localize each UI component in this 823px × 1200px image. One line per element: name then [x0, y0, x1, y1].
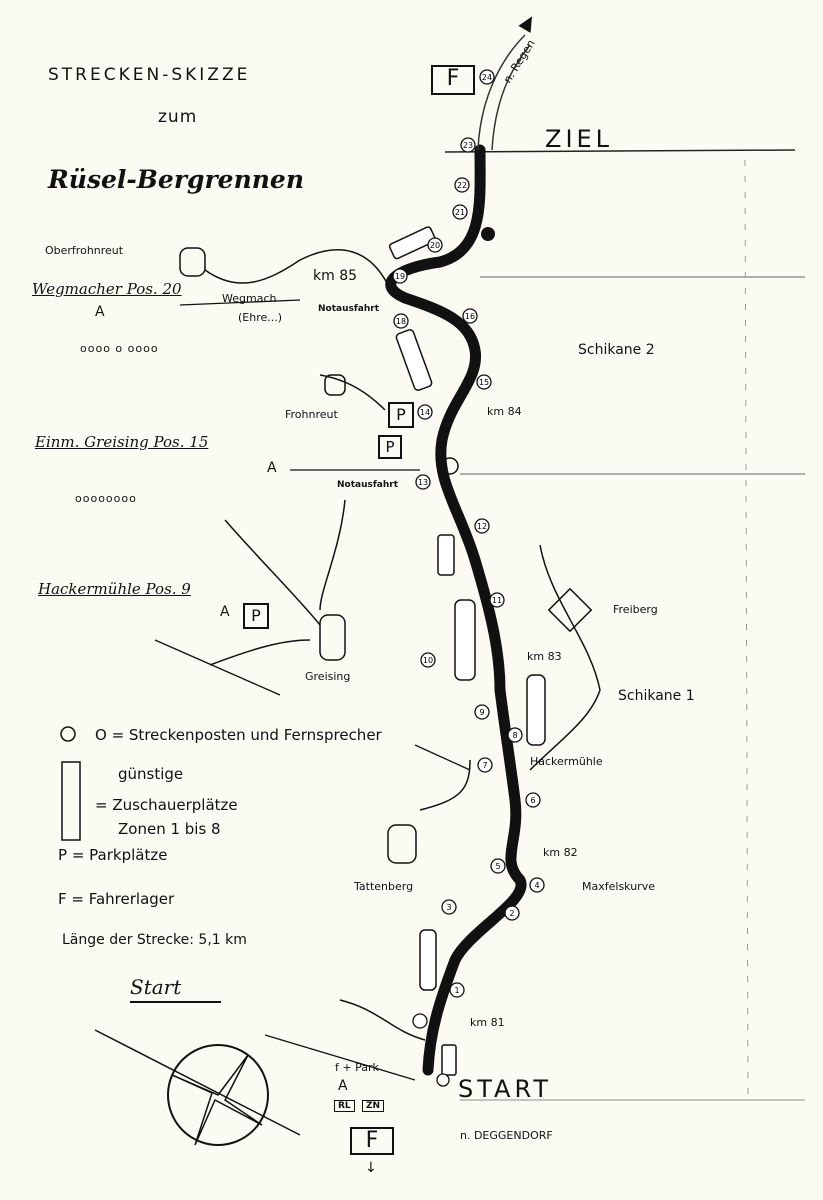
race-track — [385, 144, 527, 1076]
post-number: 10 — [423, 656, 433, 665]
parking-box: P — [388, 402, 414, 428]
post-number: 19 — [395, 272, 405, 281]
post-number: 23 — [463, 141, 473, 150]
km-84: km 84 — [487, 405, 522, 418]
position-greising: Einm. Greising Pos. 15 — [35, 433, 209, 451]
parking-box: P — [378, 435, 402, 459]
post-number: 2 — [509, 909, 514, 918]
place-frohnreut: Frohnreut — [285, 408, 338, 421]
place-greising: Greising — [305, 670, 351, 683]
arrow-down-icon: ↓ — [365, 1160, 377, 1176]
posts-row-2: oooooooo — [75, 492, 137, 505]
start-park-label: f + Park — [335, 1061, 379, 1074]
title-line1: STRECKEN-SKIZZE — [48, 65, 251, 85]
spectator-zones — [388, 226, 546, 1076]
finish-label: ZIEL — [545, 125, 614, 153]
ambulance-icon: A — [267, 460, 277, 476]
km-85: km 85 — [313, 268, 358, 284]
post-number: 24 — [482, 73, 492, 82]
legend-zones-2: = Zuschauerplätze — [95, 796, 238, 814]
ambulance-icon: A — [338, 1078, 348, 1094]
start-group-label: Start — [130, 975, 222, 1003]
post-circle-icon — [441, 457, 459, 475]
position-wegmacher: Wegmacher Pos. 20 — [32, 280, 182, 298]
post-number: 15 — [479, 378, 489, 387]
road-freiberg — [529, 544, 601, 771]
post-number: 7 — [482, 761, 487, 770]
north-arrow — [94, 1029, 301, 1136]
road-greising — [209, 499, 346, 666]
post-number: 22 — [457, 181, 467, 190]
arrow-hackermuehle — [154, 639, 281, 696]
arrow-legend-post — [414, 744, 471, 771]
title-line2: zum — [158, 107, 198, 127]
position-hackermuehle: Hackermühle Pos. 9 — [38, 580, 191, 598]
legend-post-icon — [60, 726, 76, 742]
place-freiberg: Freiberg — [613, 603, 658, 616]
road-oberfrohnreut — [204, 249, 389, 286]
schikane-2: Schikane 2 — [578, 342, 655, 358]
post-number: 13 — [418, 478, 428, 487]
title-line3: Rüsel-Bergrennen — [48, 165, 305, 194]
place-wegmach: Wegmach — [222, 292, 277, 305]
place-hackermuehle: Hackermühle — [530, 755, 603, 768]
notausfahrt-2: Notausfahrt — [337, 480, 398, 490]
post-number: 16 — [465, 312, 475, 321]
notausfahrt-1: Notausfahrt — [318, 304, 379, 314]
place-ehre: (Ehre...) — [238, 311, 283, 324]
rl-box: RL — [334, 1100, 355, 1112]
legend-parking: P = Parkplätze — [58, 846, 168, 864]
finish-line — [444, 149, 796, 153]
legend-posts: O = Streckenposten und Fernsprecher — [95, 726, 382, 744]
road-tattenberg — [419, 759, 471, 811]
parking-box: P — [243, 603, 269, 629]
post-number: 14 — [420, 408, 430, 417]
place-maxfelskurve: Maxfelskurve — [582, 880, 655, 893]
direction-deggendorf: n. DEGGENDORF — [460, 1129, 553, 1142]
margin-line — [744, 159, 749, 1101]
post-number: 4 — [534, 881, 539, 890]
legend-zones-3: Zonen 1 bis 8 — [118, 820, 221, 838]
schikane-1: Schikane 1 — [618, 688, 695, 704]
place-tattenberg: Tattenberg — [354, 880, 414, 893]
ambulance-icon: A — [220, 604, 230, 620]
legend-length: Länge der Strecke: 5,1 km — [62, 932, 247, 948]
post-number: 8 — [512, 731, 517, 740]
ambulance-icon: A — [95, 304, 105, 320]
post-number: 11 — [492, 596, 502, 605]
post-number: 3 — [446, 903, 451, 912]
arrow-regen-icon — [518, 16, 532, 33]
marker-dot — [481, 227, 495, 241]
post-number: 21 — [455, 208, 465, 217]
post-number: 12 — [477, 522, 487, 531]
post-number: 20 — [430, 241, 440, 250]
finish-paddock-box: F — [431, 65, 475, 95]
start-paddock-box: F — [350, 1127, 394, 1155]
arrow-start-group — [264, 1034, 416, 1081]
km-82: km 82 — [543, 846, 578, 859]
km-83: km 83 — [527, 650, 562, 663]
legend-zones-1: günstige — [118, 765, 184, 783]
road-start-parking — [339, 999, 426, 1041]
legend-paddock: F = Fahrerlager — [58, 890, 175, 908]
legend-zone-icon — [61, 761, 81, 841]
road-frohnreut — [319, 374, 386, 411]
village-icons — [179, 247, 593, 864]
post-number: 18 — [396, 317, 406, 326]
place-oberfrohnreut: Oberfrohnreut — [45, 244, 124, 257]
road-to-regen — [477, 34, 531, 151]
km-81: km 81 — [470, 1016, 505, 1029]
post-number: 1 — [454, 986, 459, 995]
post-number: 9 — [479, 708, 484, 717]
zn-box: ZN — [362, 1100, 385, 1112]
post-number: 5 — [495, 862, 500, 871]
compass-rose-icon — [167, 1044, 269, 1146]
post-markers — [392, 69, 545, 1087]
start-label: START — [458, 1075, 553, 1103]
post-number: 6 — [530, 796, 535, 805]
arrow-wegmacher — [179, 299, 301, 306]
posts-row-1: oooo o oooo — [80, 342, 159, 355]
